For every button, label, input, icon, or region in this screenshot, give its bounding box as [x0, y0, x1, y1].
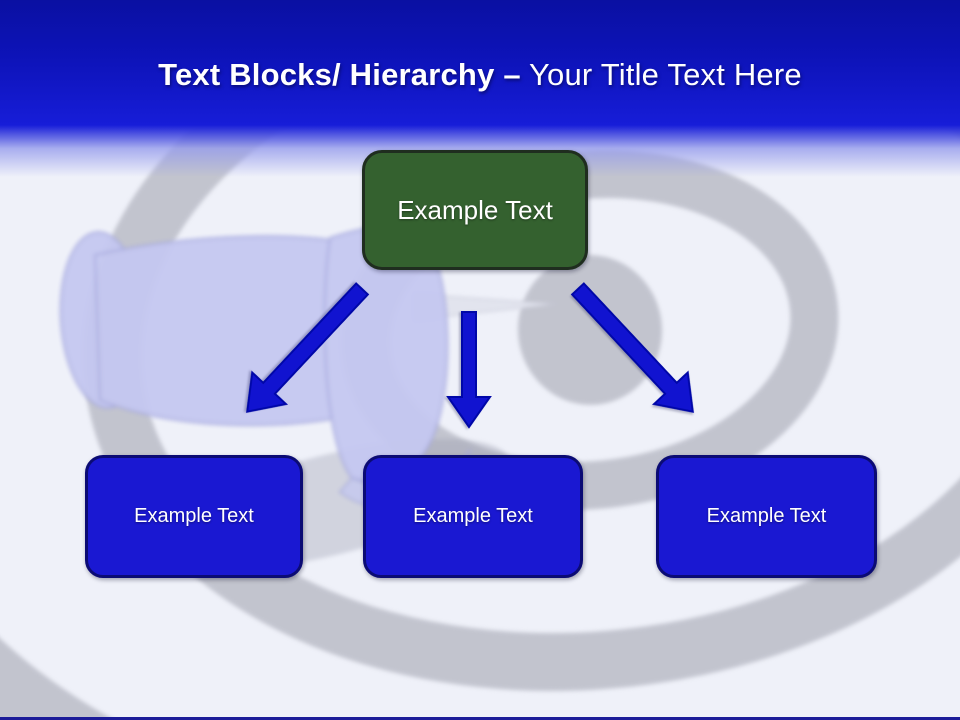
arrow-down-right-icon	[570, 282, 694, 413]
slide-title-sub: Your Title Text Here	[520, 57, 802, 92]
title-banner: Text Blocks/ Hierarchy – Your Title Text…	[0, 0, 960, 125]
root-node[interactable]: Example Text	[362, 150, 588, 270]
child-node-label: Example Text	[413, 505, 533, 527]
child-node-1[interactable]: Example Text	[85, 455, 303, 578]
slide-title[interactable]: Text Blocks/ Hierarchy – Your Title Text…	[158, 57, 802, 93]
child-node-3[interactable]: Example Text	[656, 455, 877, 578]
arrow-down-left-icon	[246, 282, 370, 413]
slide-title-main: Text Blocks/ Hierarchy –	[158, 57, 521, 92]
child-node-2[interactable]: Example Text	[363, 455, 583, 578]
arrow-down-icon	[446, 311, 492, 429]
child-node-label: Example Text	[134, 505, 254, 527]
footer-bar	[0, 717, 960, 720]
root-node-label: Example Text	[397, 194, 553, 225]
child-node-label: Example Text	[706, 505, 827, 527]
